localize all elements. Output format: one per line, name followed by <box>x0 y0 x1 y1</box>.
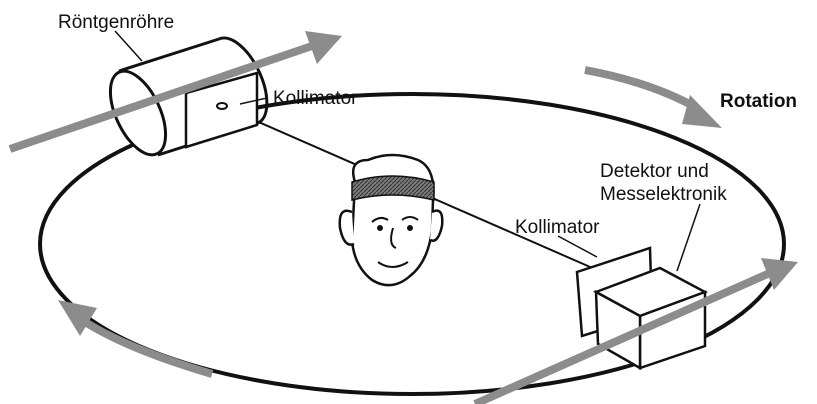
gantry-ellipse <box>38 92 786 396</box>
label-detector-line2: Messelektronik <box>600 184 727 205</box>
label-tube: Röntgenröhre <box>58 12 174 33</box>
label-collimator-bottom: Kollimator <box>515 217 600 238</box>
rotation-arrow-bottom-left <box>82 318 214 378</box>
rotation-arrow-top-right <box>584 66 699 112</box>
arrows <box>8 31 798 404</box>
z-axis-arrow-top <box>8 42 314 153</box>
z-axis-arrow-bottom <box>473 268 774 404</box>
label-rotation: Rotation <box>720 91 797 112</box>
collimator-top-plate <box>184 71 259 149</box>
leader-lines <box>114 30 701 272</box>
patient-head <box>338 153 444 287</box>
label-detector-line1: Detektor und <box>600 161 709 182</box>
label-collimator-top: Kollimator <box>273 88 358 109</box>
